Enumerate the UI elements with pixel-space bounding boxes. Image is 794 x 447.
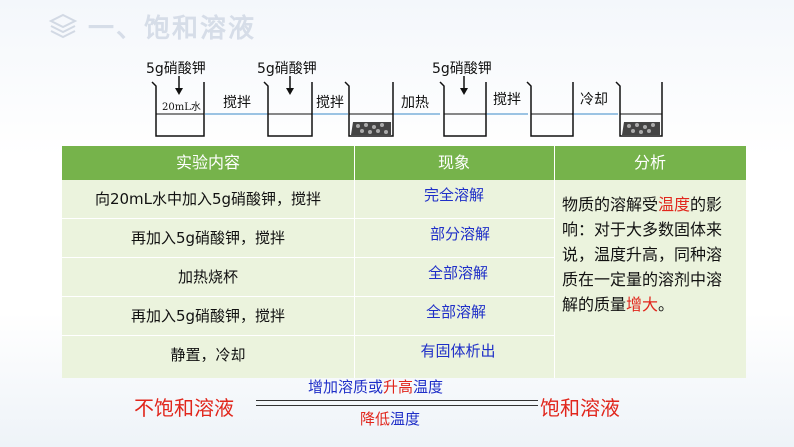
analysis-text: 物质的溶解受温度的影响：对于大多数固体来说，温度升高，同种溶质在一定量的溶剂中溶… [562, 192, 730, 317]
row-divider [62, 257, 554, 258]
top-part-3: 温度 [413, 378, 444, 396]
row-2-content: 再加入5g硝酸钾，搅拌 [130, 229, 286, 247]
row-5-content: 静置，冷却 [170, 346, 246, 364]
step-label-5: 冷却 [580, 92, 608, 108]
unsaturated-solution: 不饱和溶液 [134, 396, 234, 420]
bottom-highlight: 降低 [360, 410, 391, 428]
add-label-1: 5g硝酸钾 [146, 61, 206, 77]
step-label-4: 搅拌 [493, 92, 521, 108]
header-phenomenon: 现象 [437, 153, 470, 172]
row-3-phenomenon: 全部溶解 [427, 264, 488, 282]
add-label-2: 5g硝酸钾 [257, 61, 317, 77]
bottom-part-2: 温度 [390, 410, 421, 428]
beaker-2 [263, 81, 313, 137]
header-content: 实验内容 [175, 153, 240, 172]
row-1-phenomenon: 完全溶解 [423, 186, 484, 204]
step-label-1: 搅拌 [223, 95, 251, 111]
col-divider-2 [554, 146, 555, 378]
conversion-line-top [256, 400, 538, 401]
water-label: 20mL水 [162, 102, 201, 113]
conversion-relation: 不饱和溶液 饱和溶液 增加溶质或升高温度 降低温度 [0, 372, 794, 447]
row-divider [62, 296, 554, 297]
experiment-table: 实验内容 现象 分析 向20mL水中加入5g硝酸钾，搅拌 完全溶解 再加入5g硝… [62, 146, 746, 378]
beaker-3 [344, 81, 394, 137]
to-unsaturated-condition: 降低温度 [360, 408, 420, 429]
beaker-1 [151, 81, 205, 137]
analysis-part-5: 。 [658, 295, 675, 314]
to-saturated-condition: 增加溶质或升高温度 [308, 376, 443, 397]
step-label-3: 加热 [401, 95, 429, 111]
experiment-diagram: 5g硝酸钾 5g硝酸钾 5g硝酸钾 20mL水 搅拌 搅拌 加热 搅拌 冷却 [0, 0, 794, 140]
beaker-drawings [151, 76, 663, 137]
row-5-phenomenon: 有固体析出 [420, 342, 496, 360]
row-3-content: 加热烧杯 [177, 268, 238, 286]
add-label-3: 5g硝酸钾 [432, 61, 492, 77]
title-text: 一、饱和溶液 [88, 13, 257, 44]
analysis-highlight-increase: 增大 [626, 295, 659, 314]
row-4-content: 再加入5g硝酸钾，搅拌 [130, 307, 286, 325]
saturated-solution: 饱和溶液 [540, 396, 620, 420]
header-analysis: 分析 [633, 153, 666, 172]
layers-icon [48, 13, 78, 39]
beaker-4 [439, 81, 487, 137]
conversion-line-bottom [256, 405, 538, 406]
row-2-phenomenon: 部分溶解 [429, 225, 490, 243]
analysis-part-3: 的影响：对于大多数固体来说，温度升高，同种溶质在一定量的溶剂中溶解的质量 [562, 195, 723, 314]
analysis-highlight-temperature: 温度 [658, 195, 691, 214]
section-title: 一、饱和溶液 [48, 8, 256, 44]
row-1-content: 向20mL水中加入5g硝酸钾，搅拌 [94, 190, 322, 208]
analysis-part-1: 物质的溶解受 [562, 195, 659, 214]
table-header [62, 146, 746, 180]
top-part-1: 增加溶质或 [308, 378, 384, 396]
step-label-2: 搅拌 [316, 95, 344, 111]
row-4-phenomenon: 全部溶解 [425, 303, 486, 321]
col-divider-1 [354, 146, 355, 378]
row-divider [62, 335, 554, 336]
beaker-6 [615, 81, 663, 137]
row-divider [62, 218, 554, 219]
beaker-5 [526, 81, 574, 137]
top-highlight: 升高 [383, 378, 414, 396]
